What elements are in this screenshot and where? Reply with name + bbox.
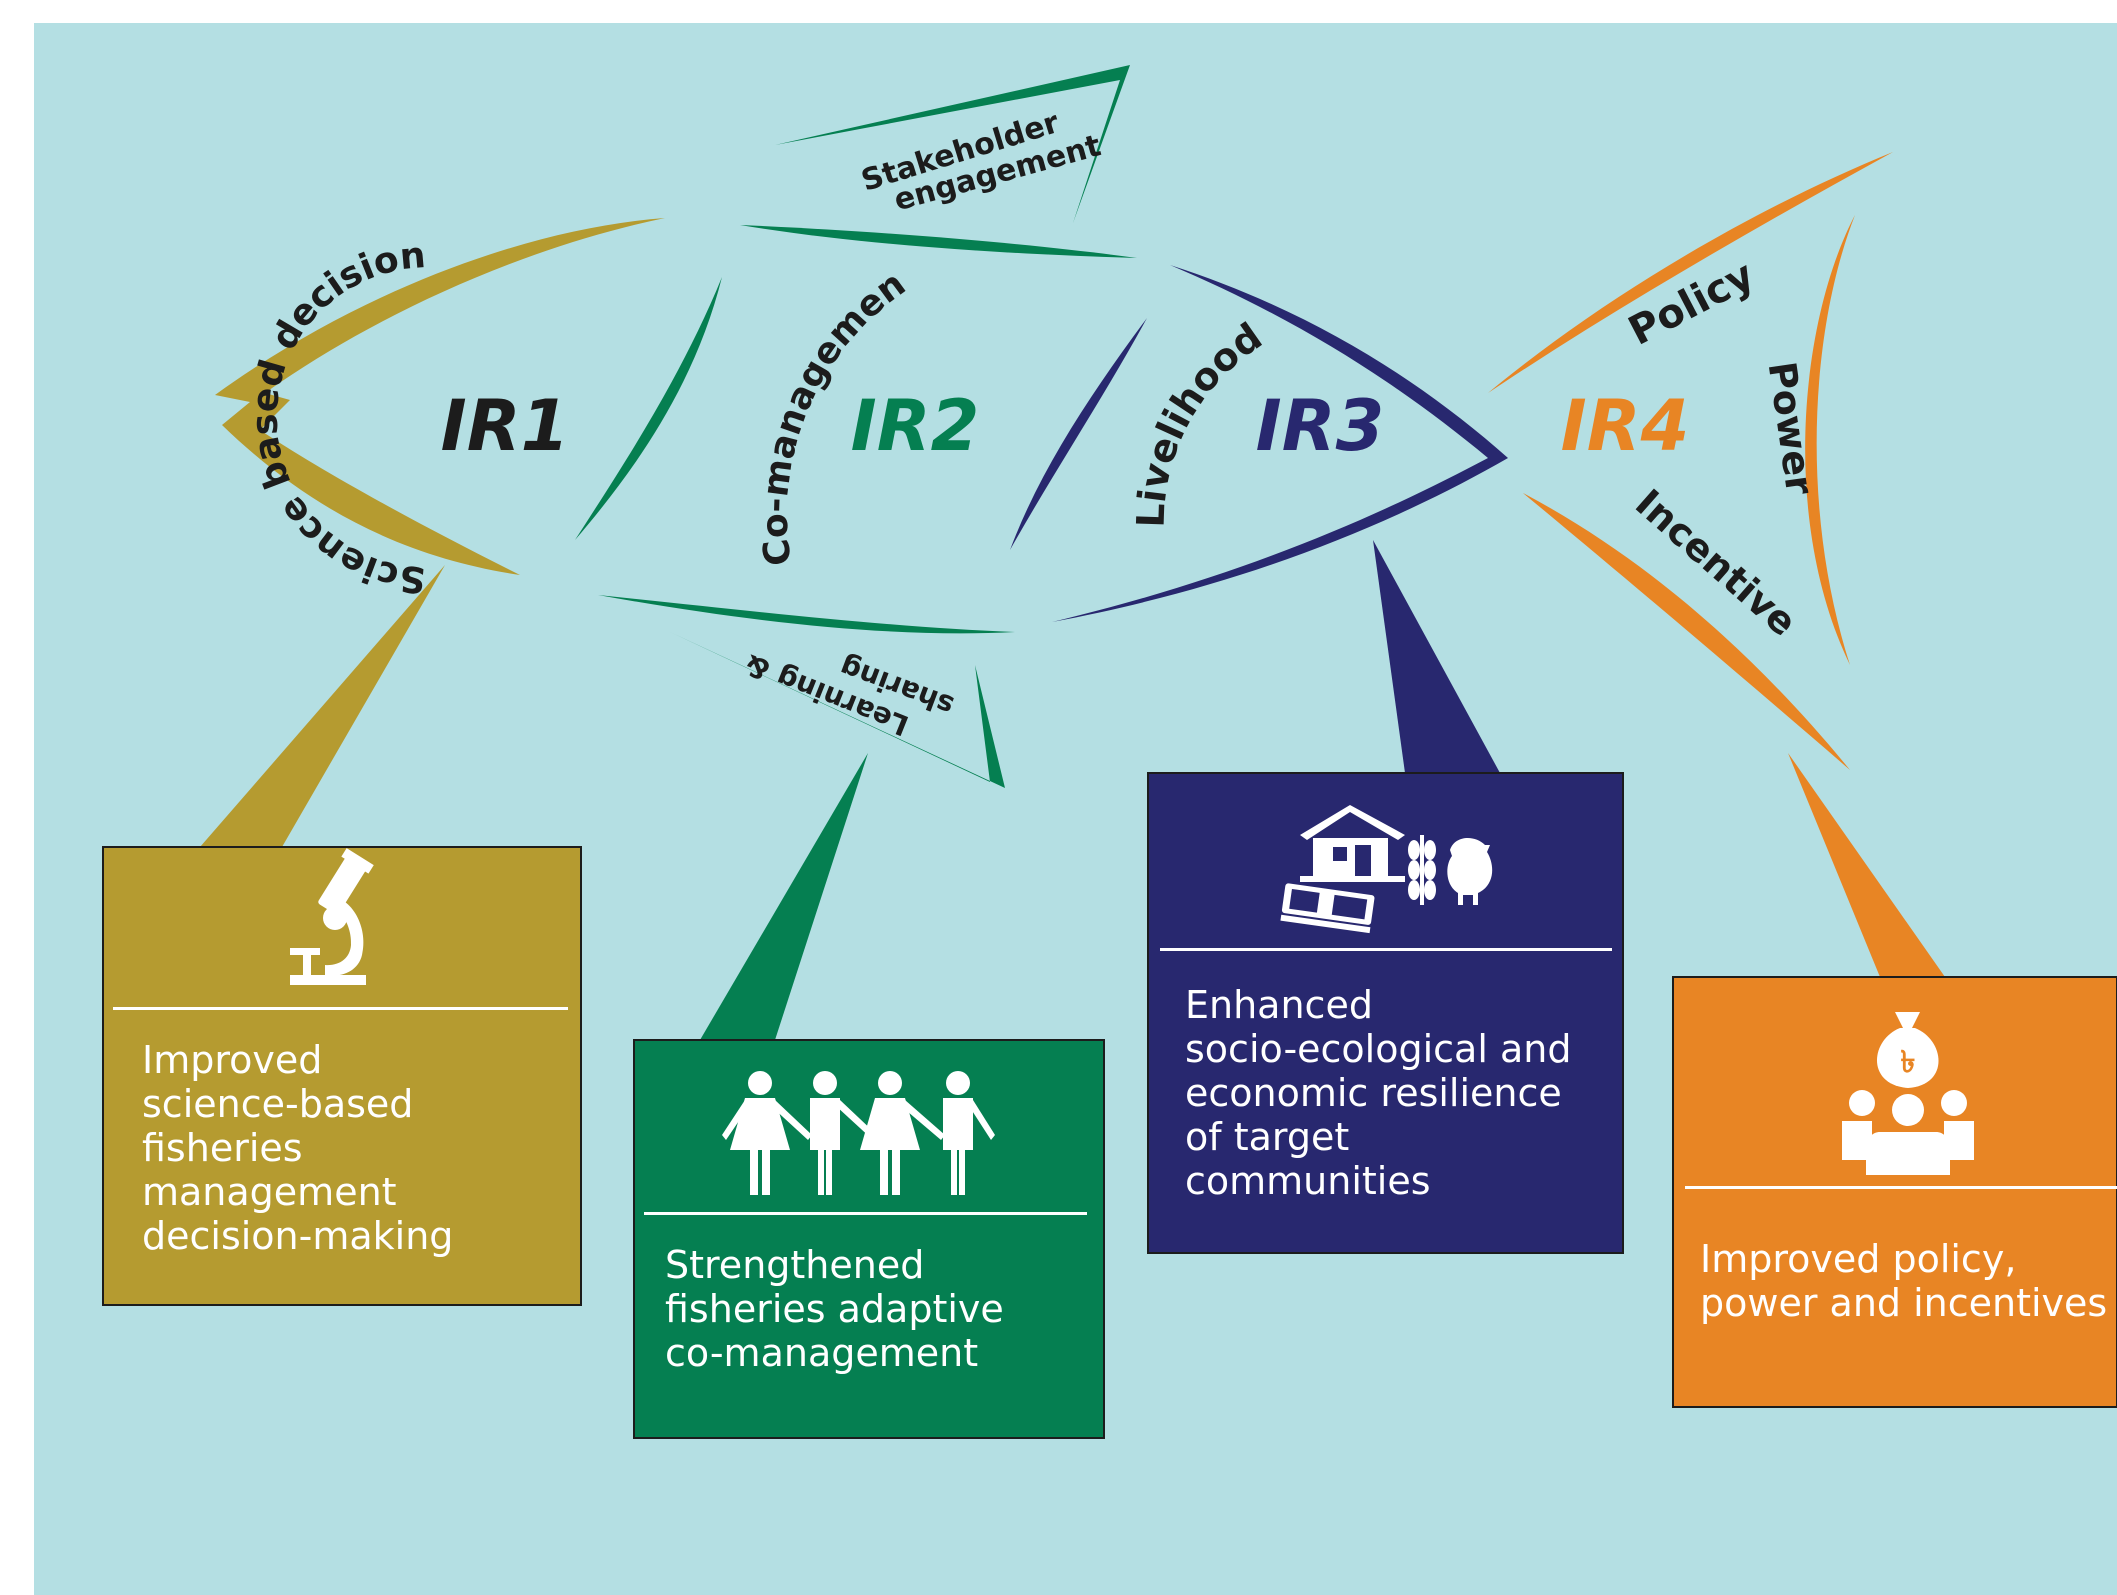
ir2-code-label: IR2	[851, 385, 980, 467]
ir3-description-line3: economic resilience	[1185, 1071, 1562, 1115]
ir1-head-outline	[215, 218, 665, 575]
microscope-icon	[290, 848, 374, 985]
ir2-description-line1: Strengthened	[665, 1243, 924, 1287]
ir1-description-line2: science-based	[142, 1082, 413, 1126]
ir4-tail-outline	[1488, 152, 1893, 770]
ir4-divider	[1685, 1186, 2117, 1189]
ir3-code-label: IR3	[1256, 385, 1385, 467]
ir3-callout: Enhanced socio-ecological and economic r…	[1147, 540, 1624, 1254]
ir2-divider	[644, 1212, 1087, 1215]
ir3-description-line1: Enhanced	[1185, 983, 1373, 1027]
ir2-description-line2: fisheries adaptive	[665, 1287, 1004, 1331]
ir3-body-outline	[1010, 265, 1508, 622]
ir1-description-line4: management	[142, 1170, 397, 1214]
ir1-code-label: IR1	[441, 385, 570, 467]
ir2-description-line3: co-management	[665, 1331, 978, 1375]
ir2-callout: Strengthened fisheries adaptive co-manag…	[633, 753, 1105, 1439]
ir1-description-line5: decision-making	[142, 1214, 453, 1258]
svg-text:৳: ৳	[1901, 1045, 1916, 1080]
ir1-callout-pointer	[200, 565, 445, 847]
ir4-description-line2: power and incentives	[1700, 1281, 2107, 1325]
ir3-divider	[1160, 948, 1612, 951]
money-bag-people-icon: ৳	[1842, 1012, 1974, 1175]
ir3-callout-pointer	[1373, 540, 1500, 773]
ir1-callout: Improved science-based fisheries managem…	[102, 565, 582, 1306]
ir3-description-line2: socio-ecological and	[1185, 1027, 1571, 1071]
ir4-callout-pointer	[1788, 753, 1945, 977]
ir2-callout-pointer	[700, 753, 868, 1040]
ir1-divider	[113, 1007, 568, 1010]
ir2-body-outline	[575, 65, 1137, 788]
people-holding-hands-icon	[722, 1071, 995, 1195]
ir3-description-line5: communities	[1185, 1159, 1431, 1203]
ir4-callout: ৳ Improved policy, power and incentives	[1672, 753, 2117, 1408]
ir4-description-line1: Improved policy,	[1700, 1237, 2016, 1281]
ir1-description-line1: Improved	[142, 1038, 322, 1082]
ir4-code-label: IR4	[1561, 385, 1690, 467]
ir2-callout-box	[633, 1039, 1105, 1439]
livelihood-icon	[1280, 805, 1493, 934]
ir1-description-line3: fisheries	[142, 1126, 303, 1170]
ir3-description-line4: of target	[1185, 1115, 1349, 1159]
